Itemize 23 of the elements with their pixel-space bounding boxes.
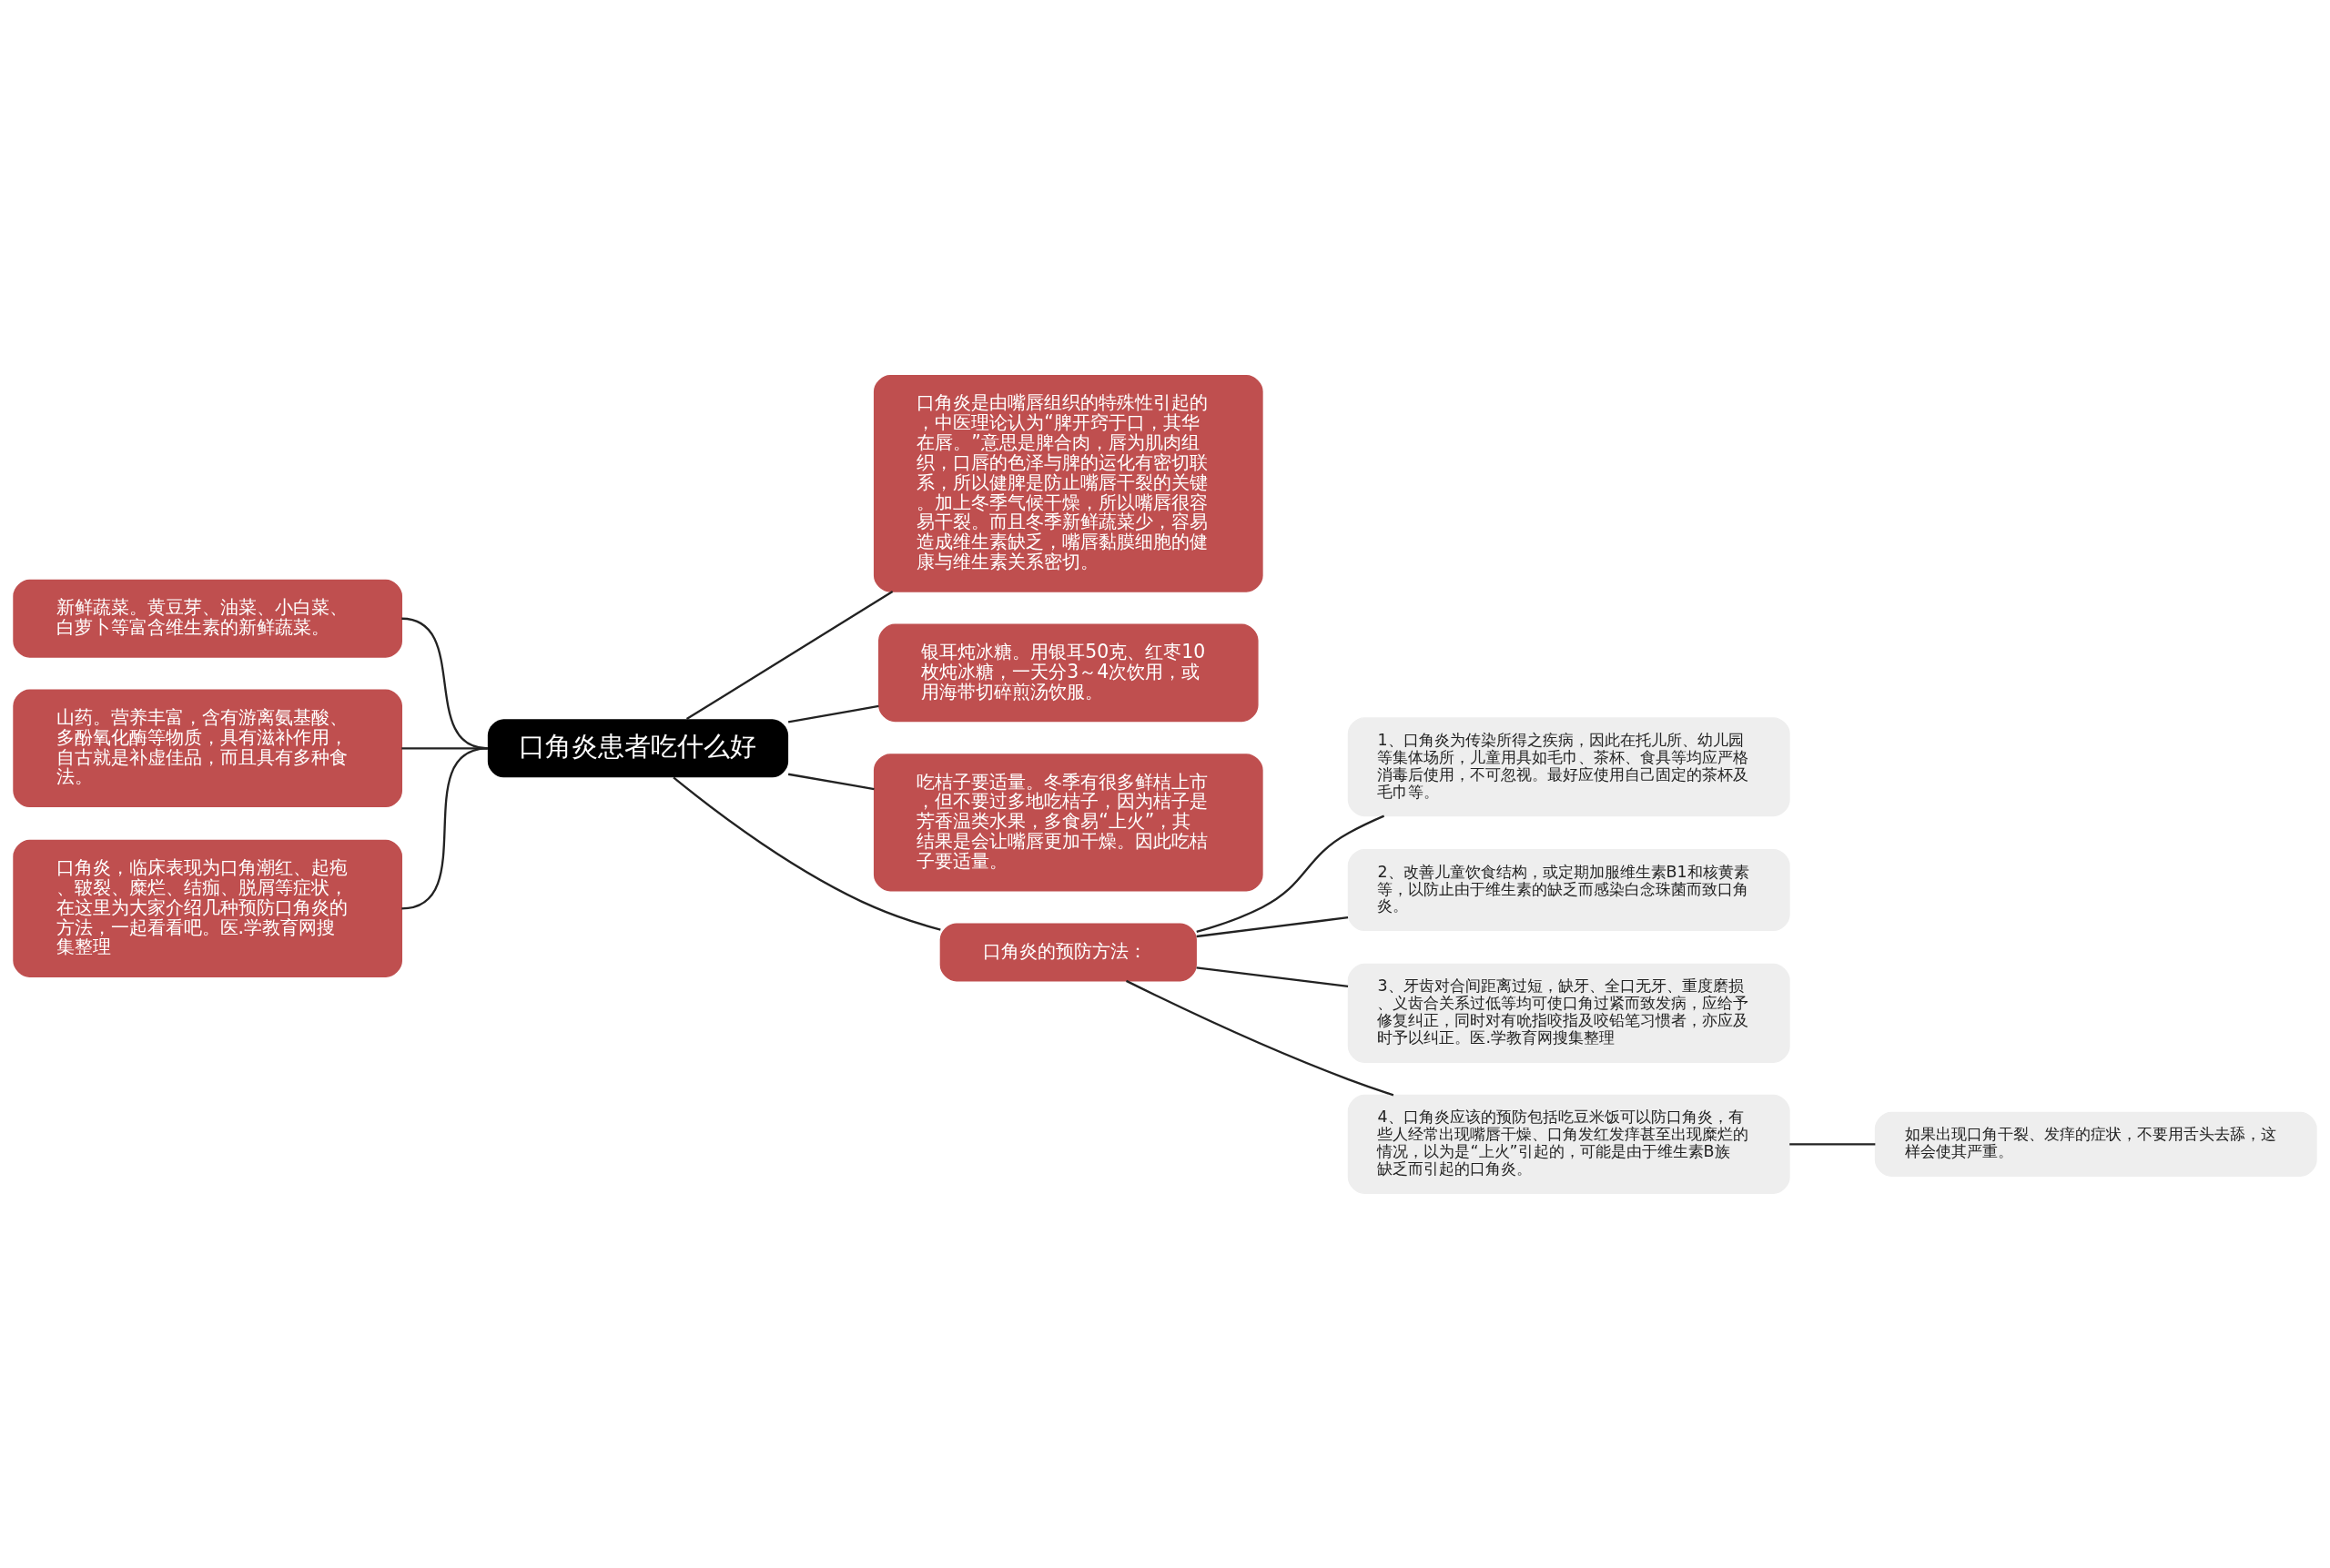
node-box: 吃桔子要适量。冬季有很多鲜桔上市，但不要过多地吃桔子，因为桔子是芳香温类水果，多食易“上火”，其结果是会让嘴唇更加干燥。因此吃桔子要适量。 (873, 753, 1263, 891)
connector (673, 775, 941, 931)
connector (787, 704, 879, 723)
node-box: 如果出现口角干裂、发痒的症状，不要用舌头去舔，这样会使其严重。 (1874, 1111, 2317, 1177)
node-box: 口角炎是由嘴唇组织的特殊性引起的，中医理论认为“脾开窍于口，其华在唇。”意思是脾合肉，唇为肌肉组织，口唇的色泽与脾的运化有密切联系，所以健脾是防止嘴唇干裂的关键。加上冬季气候干燥，所以嘴唇很容易干裂。而且冬季新鲜蔬菜少，容易造成维生素缺乏，嘴唇黏膜细胞的健康与维生素关系密切。 (873, 374, 1263, 592)
connector (1196, 814, 1385, 933)
node-box: 银耳炖冰糖。用银耳50克、红枣10枚炖冰糖，一天分3～4次饮用，或用海带切碎煎汤饮服。 (878, 623, 1259, 722)
node-box: 口角炎的预防方法： (939, 922, 1197, 981)
node-box: 山药。营养丰富，含有游离氨基酸、多酚氧化酶等物质，具有滋补作用，自古就是补虚佳品，而且具有多种食法。 (13, 689, 402, 807)
node-box: 2、改善儿童饮食结构，或定期加服维生素B1和核黄素等，以防止由于维生素的缺乏而感染白念珠菌而致口角炎。 (1347, 848, 1790, 931)
node-box: 4、口角炎应该的预防包括吃豆米饭可以防口角炎，有些人经常出现嘴唇干燥、口角发红发痒甚至出现糜烂的情况，以为是“上火”引起的，可能是由于维生素B族缺乏而引起的口角炎。 (1347, 1094, 1790, 1194)
connector (1789, 1142, 1876, 1145)
node-box: 口角炎，临床表现为口角潮红、起疱、皲裂、糜烂、结痂、脱屑等症状，在这里为大家介绍几种预防口角炎的方法，一起看看吧。医.学教育网搜集整理 (13, 839, 402, 977)
connector (1126, 979, 1394, 1096)
node-box: 3、牙齿对合间距离过短，缺牙、全口无牙、重度磨损、义齿合关系过低等均可使口角过紧而致发病，应给予修复纠正，同时对有吮指咬指及咬铅笔习惯者，亦应及时予以纠正。医.学教育网搜集整理 (1347, 963, 1790, 1063)
connector (1196, 916, 1349, 937)
connector (685, 590, 894, 720)
node-box: 1、口角炎为传染所得之疾病，因此在托儿所、幼儿园等集体场所，儿童用具如毛巾、茶杯、食具等均应严格消毒后使用，不可忽视。最好应使用自己固定的茶杯及毛巾等。 (1347, 716, 1790, 816)
connector (401, 746, 489, 910)
connector (1196, 966, 1349, 987)
connector (787, 773, 875, 790)
node-box: 新鲜蔬菜。黄豆芽、油菜、小白菜、白萝卜等富含维生素的新鲜蔬菜。 (13, 579, 402, 658)
node-box: 口角炎患者吃什么好 (487, 718, 789, 777)
